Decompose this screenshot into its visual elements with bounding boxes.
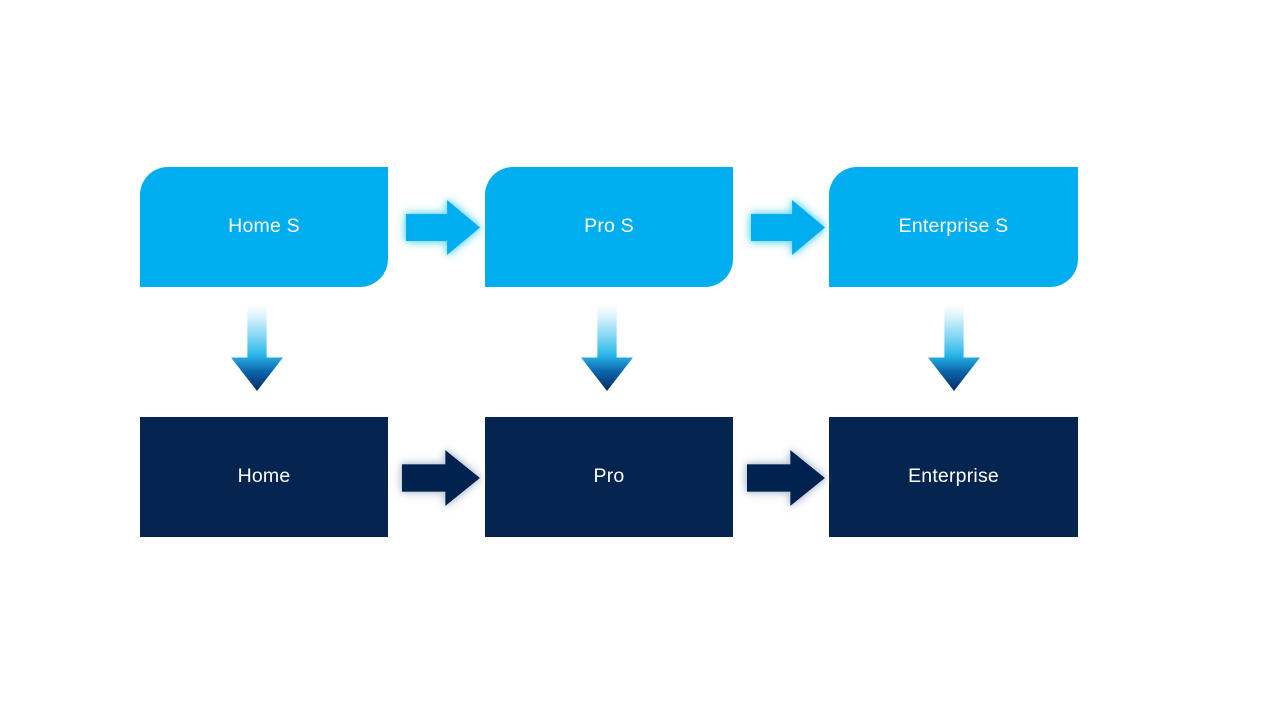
arrow-pro-s-to-pro <box>581 305 633 391</box>
node-enterprise-s[interactable]: Enterprise S <box>829 167 1078 287</box>
node-label-pro-s: Pro S <box>584 215 634 238</box>
node-label-enterprise-s: Enterprise S <box>898 215 1009 238</box>
node-label-home: Home <box>237 465 291 488</box>
arrow-pro-s-to-enterprise-s <box>751 200 825 255</box>
node-home[interactable]: Home <box>140 417 388 537</box>
arrow-home-s-to-pro-s <box>406 200 480 255</box>
arrow-pro-to-enterprise <box>747 450 825 506</box>
node-pro-s[interactable]: Pro S <box>485 167 733 287</box>
node-label-enterprise: Enterprise <box>908 465 999 488</box>
arrow-home-s-to-home <box>231 305 283 391</box>
node-pro[interactable]: Pro <box>485 417 733 537</box>
node-enterprise[interactable]: Enterprise <box>829 417 1078 537</box>
arrow-enterprise-s-to-enterprise <box>928 305 980 391</box>
arrow-home-to-pro <box>402 450 480 506</box>
node-label-home-s: Home S <box>228 215 300 238</box>
node-home-s[interactable]: Home S <box>140 167 388 287</box>
node-label-pro: Pro <box>593 465 625 488</box>
